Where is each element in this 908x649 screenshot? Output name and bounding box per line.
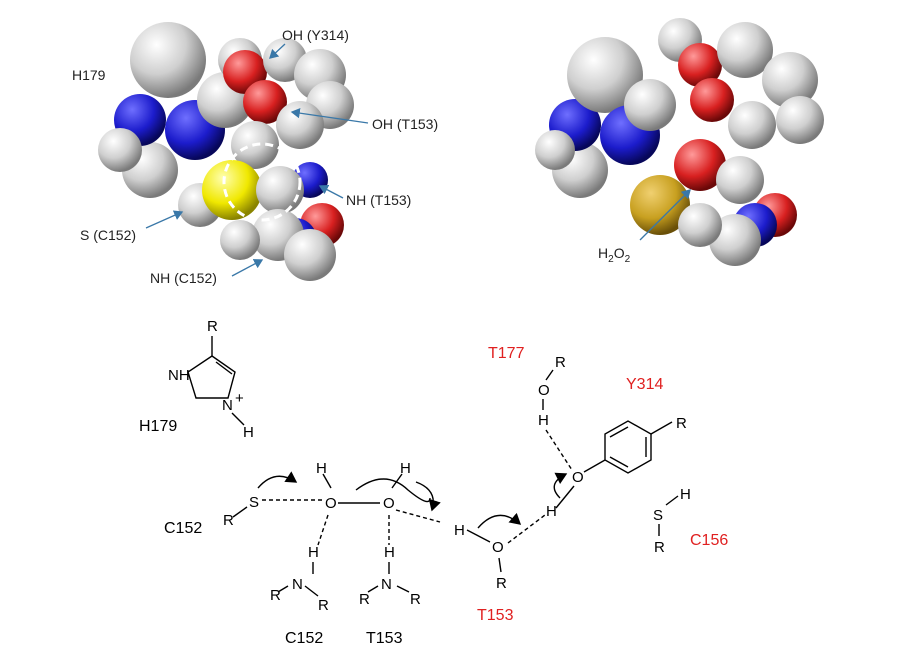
svg-text:O: O (325, 495, 337, 512)
svg-text:N: N (222, 397, 233, 414)
svg-text:O: O (492, 539, 504, 556)
hydrogen-peroxide: O H O H (316, 460, 441, 523)
arrow-oh-y314 (269, 43, 286, 59)
svg-text:H: H (243, 424, 254, 441)
svg-text:R: R (318, 597, 329, 614)
svg-text:N: N (381, 576, 392, 593)
label-h179: H179 (72, 67, 106, 83)
arrow-h2o2 (639, 189, 691, 241)
svg-text:H: H (308, 544, 319, 561)
label-nh-t153: NH (T153) (346, 192, 411, 208)
residue-c152-bottom: C152 (285, 630, 323, 647)
arrow-nh-c152 (231, 259, 264, 277)
right-space-filling-model (535, 18, 824, 266)
y314-phenol: O R H (546, 415, 687, 520)
residue-t153-red: T153 (477, 607, 514, 624)
svg-text:R: R (223, 512, 234, 529)
left-space-filling-model (98, 22, 354, 281)
svg-text:R: R (359, 591, 370, 608)
svg-text:H: H (400, 460, 411, 477)
svg-text:R: R (410, 591, 421, 608)
svg-text:R: R (676, 415, 687, 432)
svg-text:N: N (292, 576, 303, 593)
svg-text:O: O (383, 495, 395, 512)
t177-hydroxyl: R O H (538, 354, 573, 471)
active-site-dashed-circle (222, 142, 302, 222)
svg-text:H: H (454, 522, 465, 539)
residue-y314: Y314 (626, 376, 663, 393)
residue-h179: H179 (139, 418, 177, 435)
svg-text:R: R (654, 539, 665, 556)
svg-text:H: H (538, 412, 549, 429)
svg-text:R: R (270, 587, 281, 604)
svg-text:O: O (572, 469, 584, 486)
h179-imidazole: R NH N + H (168, 318, 254, 441)
svg-text:H: H (546, 503, 557, 520)
label-nh-c152: NH (C152) (150, 270, 217, 286)
arrow-oh-t153 (290, 107, 369, 124)
svg-text:S: S (249, 494, 259, 511)
svg-text:H: H (384, 544, 395, 561)
svg-text:H: H (680, 486, 691, 503)
residue-c156: C156 (690, 532, 728, 549)
c152-thiol: R S (223, 471, 322, 529)
c152-backbone-nh: H N R R (270, 514, 329, 614)
arrow-nh-t153 (318, 184, 344, 199)
t153-backbone-nh: H N R R (359, 515, 421, 608)
svg-text:R: R (555, 354, 566, 371)
svg-text:H: H (316, 460, 327, 477)
svg-text:NH: NH (168, 367, 190, 384)
svg-text:O: O (538, 382, 550, 399)
t153-hydroxyl: H O R (454, 512, 546, 592)
svg-text:+: + (235, 390, 244, 407)
arrow-s-c152 (145, 210, 184, 229)
residue-c152-left: C152 (164, 520, 202, 537)
svg-text:S: S (653, 507, 663, 524)
svg-text:R: R (496, 575, 507, 592)
label-oh-t153: OH (T153) (372, 116, 438, 132)
label-s-c152: S (C152) (80, 227, 136, 243)
svg-text:R: R (207, 318, 218, 335)
label-oh-y314: OH (Y314) (282, 27, 349, 43)
residue-t177: T177 (488, 345, 525, 362)
residue-t153-bottom: T153 (366, 630, 403, 647)
c156-thiol: H S R (653, 486, 691, 556)
label-h2o2: H2O2 (598, 245, 631, 265)
